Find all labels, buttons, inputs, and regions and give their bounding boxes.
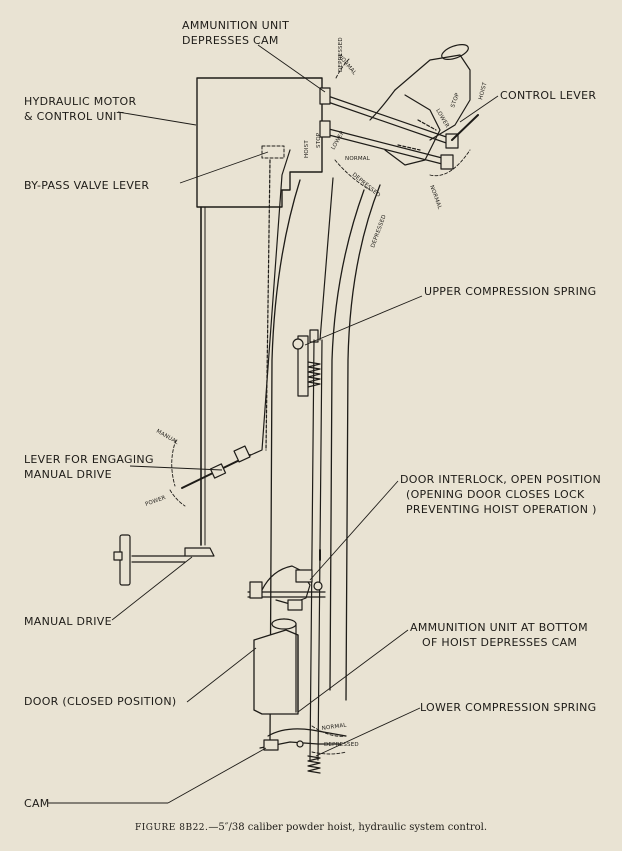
mark-lower-right: LOWER xyxy=(434,108,450,129)
mark-manual: MANUAL xyxy=(155,429,180,447)
label-line: (OPENING DOOR CLOSES LOCK xyxy=(406,488,585,501)
upper-linkage xyxy=(319,87,459,170)
label-line: BY-PASS VALVE LEVER xyxy=(24,179,150,192)
label-line: MANUAL DRIVE xyxy=(24,615,112,628)
label-line: PREVENTING HOIST OPERATION ) xyxy=(406,503,597,516)
bottom-cam-assembly xyxy=(259,725,347,774)
label-line: MANUAL DRIVE xyxy=(24,468,112,481)
manual-drive-crank xyxy=(113,534,215,586)
label-hydraulic-motor: HYDRAULIC MOTOR & CONTROL UNIT xyxy=(24,94,136,124)
lever-arc xyxy=(429,149,471,177)
door-closed xyxy=(253,618,299,715)
control-lever xyxy=(451,114,479,141)
door-interlock-mechanism xyxy=(247,549,326,611)
label-line: AMMUNITION UNIT xyxy=(182,19,290,32)
label-line: HYDRAULIC MOTOR xyxy=(24,95,137,108)
label-ammunition-unit-bottom: AMMUNITION UNIT AT BOTTOM OF HOIST DEPRE… xyxy=(410,620,588,650)
label-line: & CONTROL UNIT xyxy=(24,110,124,123)
bypass-valve-dashed xyxy=(261,145,285,159)
label-ammunition-unit-depresses-cam: AMMUNITION UNIT DEPRESSES CAM xyxy=(182,18,289,48)
label-line: DOOR INTERLOCK, OPEN POSITION xyxy=(400,473,602,486)
leader-lines xyxy=(48,44,499,804)
manual-drive-lever xyxy=(169,439,251,507)
mark-stop-right: STOP xyxy=(450,92,461,109)
mark-normal-right: NORMAL xyxy=(428,185,442,211)
mark-normal-bottom: NORMAL xyxy=(321,722,347,732)
mark-hoist-right: HOIST xyxy=(478,81,489,100)
control-rods xyxy=(200,149,334,761)
figure-caption-text: —5″/38 caliber powder hoist, hydraulic s… xyxy=(208,822,488,833)
upper-spring-assembly xyxy=(292,329,321,397)
mark-normal-mid: NORMAL xyxy=(345,156,371,162)
label-lever-manual-drive: LEVER FOR ENGAGING MANUAL DRIVE xyxy=(24,452,154,482)
hoist-trunk xyxy=(269,179,381,741)
label-cam: CAM xyxy=(24,796,50,811)
label-lower-compression-spring: LOWER COMPRESSION SPRING xyxy=(420,700,596,715)
label-line: UPPER COMPRESSION SPRING xyxy=(424,285,597,298)
mark-depressed-mid: DEPRESSED xyxy=(351,172,382,199)
normal-arc xyxy=(335,57,351,79)
label-line: OF HOIST DEPRESSES CAM xyxy=(422,636,578,649)
depressed-arc xyxy=(334,159,371,191)
figure-number: FIGURE 8B22. xyxy=(134,823,209,833)
label-line: CAM xyxy=(24,797,50,810)
top-chute xyxy=(369,44,471,166)
label-door-interlock: DOOR INTERLOCK, OPEN POSITION (OPENING D… xyxy=(400,472,601,517)
mark-depressed-bottom: DEPRESSED xyxy=(324,742,359,748)
mark-power: POWER xyxy=(145,495,167,508)
mark-depressed-top: DEPRESSED xyxy=(338,37,344,72)
label-door-closed: DOOR (CLOSED POSITION) xyxy=(24,694,176,709)
mark-hoist-left: HOIST xyxy=(304,140,310,158)
hydraulic-motor-box xyxy=(196,77,323,208)
label-control-lever: CONTROL LEVER xyxy=(500,88,596,103)
label-line: DEPRESSES CAM xyxy=(182,34,279,47)
mark-depressed-diag: DEPRESSED xyxy=(370,214,388,249)
label-line: LOWER COMPRESSION SPRING xyxy=(420,701,597,714)
label-line: LEVER FOR ENGAGING xyxy=(24,453,154,466)
mark-stop-left: STOP xyxy=(316,132,322,148)
label-upper-compression-spring: UPPER COMPRESSION SPRING xyxy=(424,284,597,299)
figure-caption: FIGURE 8B22.—5″/38 caliber powder hoist,… xyxy=(0,822,622,833)
label-line: DOOR (CLOSED POSITION) xyxy=(24,695,177,708)
mark-lower-left: LOWER xyxy=(331,130,347,151)
label-manual-drive: MANUAL DRIVE xyxy=(24,614,112,629)
label-line: AMMUNITION UNIT AT BOTTOM xyxy=(410,621,588,634)
label-bypass-valve-lever: BY-PASS VALVE LEVER xyxy=(24,178,149,193)
label-line: CONTROL LEVER xyxy=(500,89,597,102)
